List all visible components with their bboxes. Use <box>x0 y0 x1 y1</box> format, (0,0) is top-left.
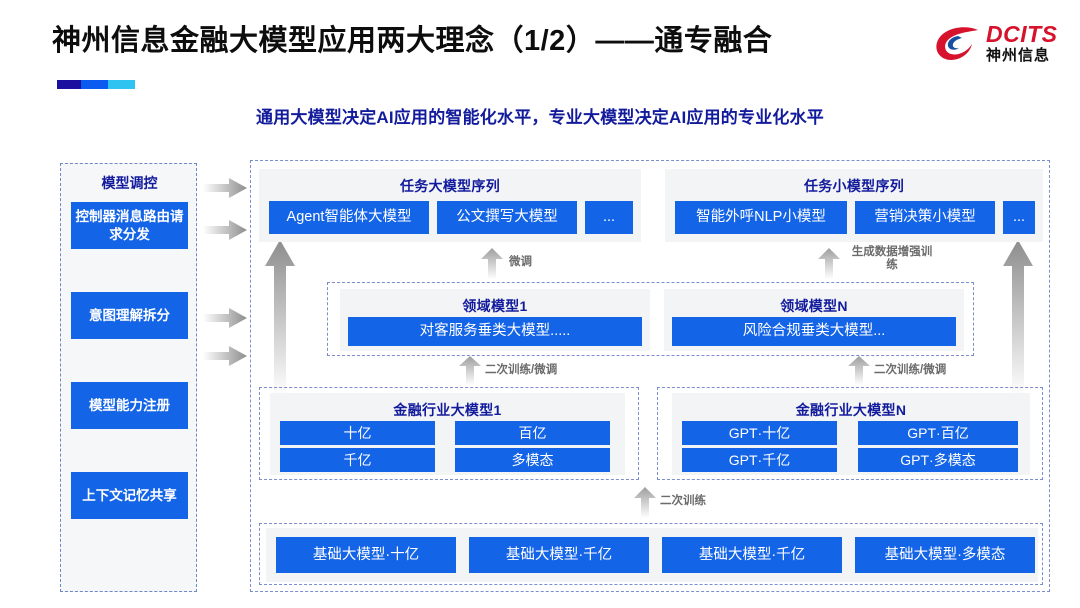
task-small-model-sequence-title: 任务小模型序列 <box>803 178 905 194</box>
domain-model-1-card: 领域模型1 对客服务垂类大模型..... <box>340 289 650 351</box>
task-model-outbound-nlp[interactable]: 智能外呼NLP小模型 <box>675 201 847 234</box>
industry-model-1-item-3[interactable]: 千亿 <box>280 448 435 472</box>
arrow-label-retrain-finetune-right: 二次训练/微调 <box>874 364 947 376</box>
logo-text-cn: 神州信息 <box>986 47 1051 64</box>
accent-segment-3 <box>107 80 135 89</box>
task-model-more[interactable]: ... <box>585 201 633 234</box>
domain-model-1-title: 领域模型1 <box>462 298 528 314</box>
domain-model-1-item[interactable]: 对客服务垂类大模型..... <box>348 317 642 346</box>
dcits-swirl-icon <box>936 27 978 60</box>
arrow-label-retrain: 二次训练 <box>660 495 706 507</box>
industry-model-n-item-4[interactable]: GPT·多模态 <box>858 448 1018 472</box>
industry-model-1-item-4[interactable]: 多模态 <box>455 448 610 472</box>
industry-model-1-item-2[interactable]: 百亿 <box>455 421 610 445</box>
industry-model-1-container: 金融行业大模型1 十亿 百亿 千亿 多模态 <box>259 387 639 480</box>
flow-arrow-right-3 <box>203 308 247 328</box>
domain-model-n-title: 领域模型N <box>780 298 848 314</box>
sidebar-title: 模型调控 <box>101 175 158 191</box>
base-models-container: 基础大模型·十亿 基础大模型·千亿 基础大模型·千亿 基础大模型·多模态 <box>259 523 1043 585</box>
flow-arrow-up-tall-right <box>1003 240 1033 396</box>
sidebar-item-controller-routing[interactable]: 控制器消息路由请求分发 <box>71 202 188 249</box>
arrow-label-retrain-finetune-left: 二次训练/微调 <box>485 364 558 376</box>
task-small-model-sequence-card: 任务小模型序列 智能外呼NLP小模型 营销决策小模型 ... <box>665 169 1043 242</box>
flow-arrow-up-retrain <box>634 487 656 518</box>
domain-model-n-card: 领域模型N 风险合规垂类大模型... <box>664 289 964 351</box>
industry-model-n-title: 金融行业大模型N <box>795 402 907 418</box>
industry-model-n-container: 金融行业大模型N GPT·十亿 GPT·百亿 GPT·千亿 GPT·多模态 <box>657 387 1043 480</box>
industry-model-n-item-1[interactable]: GPT·十亿 <box>682 421 837 445</box>
flow-arrow-up-retrain-right <box>848 356 870 385</box>
accent-segment-1 <box>57 80 82 89</box>
domain-model-n-item[interactable]: 风险合规垂类大模型... <box>672 317 956 346</box>
flow-arrow-right-4 <box>203 346 247 366</box>
base-models-card: 基础大模型·十亿 基础大模型·千亿 基础大模型·千亿 基础大模型·多模态 <box>266 528 1038 582</box>
task-model-marketing-decision[interactable]: 营销决策小模型 <box>855 201 995 234</box>
sidebar-item-context-memory[interactable]: 上下文记忆共享 <box>71 472 188 519</box>
model-control-sidebar: 模型调控 控制器消息路由请求分发 意图理解拆分 模型能力注册 上下文记忆共享 <box>60 163 197 592</box>
page-title: 神州信息金融大模型应用两大理念（1/2）——通专融合 <box>52 25 773 57</box>
task-model-agent[interactable]: Agent智能体大模型 <box>269 201 429 234</box>
flow-arrow-up-data-augment <box>818 248 840 279</box>
industry-model-n-item-3[interactable]: GPT·千亿 <box>682 448 837 472</box>
flow-arrow-right-2 <box>203 220 247 240</box>
sidebar-item-intent-parsing[interactable]: 意图理解拆分 <box>71 292 188 339</box>
flow-arrow-up-tall-left <box>265 240 295 396</box>
domain-models-container: 领域模型1 对客服务垂类大模型..... 领域模型N 风险合规垂类大模型... <box>327 282 974 356</box>
task-large-model-sequence-title: 任务大模型序列 <box>399 178 501 194</box>
accent-segment-2 <box>81 80 108 89</box>
industry-model-n-item-2[interactable]: GPT·百亿 <box>858 421 1018 445</box>
flow-arrow-right-1 <box>203 178 247 198</box>
industry-model-1-title: 金融行业大模型1 <box>393 402 502 418</box>
base-model-2[interactable]: 基础大模型·千亿 <box>469 537 649 573</box>
base-model-3[interactable]: 基础大模型·千亿 <box>662 537 842 573</box>
sidebar-item-capability-registry[interactable]: 模型能力注册 <box>71 382 188 429</box>
logo-wordmark: DCITS 神州信息 <box>986 22 1058 65</box>
base-model-4[interactable]: 基础大模型·多模态 <box>855 537 1035 573</box>
task-large-model-sequence-card: 任务大模型序列 Agent智能体大模型 公文撰写大模型 ... <box>259 169 641 242</box>
industry-model-1-item-1[interactable]: 十亿 <box>280 421 435 445</box>
task-model-more-small[interactable]: ... <box>1003 201 1035 234</box>
company-logo: DCITS 神州信息 <box>934 20 1062 74</box>
architecture-diagram-panel: 任务大模型序列 Agent智能体大模型 公文撰写大模型 ... 任务小模型序列 … <box>250 160 1050 592</box>
flow-arrow-up-retrain-left <box>459 356 481 385</box>
industry-model-1-card: 金融行业大模型1 十亿 百亿 千亿 多模态 <box>270 393 625 475</box>
arrow-label-finetune: 微调 <box>509 256 532 268</box>
base-model-1[interactable]: 基础大模型·十亿 <box>276 537 456 573</box>
logo-text-en: DCITS <box>986 21 1058 47</box>
arrow-label-data-augment: 生成数据增强训练 <box>851 246 933 271</box>
page-subtitle: 通用大模型决定AI应用的智能化水平，专业大模型决定AI应用的专业化水平 <box>256 108 824 127</box>
industry-model-n-card: 金融行业大模型N GPT·十亿 GPT·百亿 GPT·千亿 GPT·多模态 <box>672 393 1030 475</box>
flow-arrow-up-finetune <box>481 248 503 279</box>
task-model-document-writing[interactable]: 公文撰写大模型 <box>437 201 577 234</box>
title-accent-bar <box>57 80 135 89</box>
